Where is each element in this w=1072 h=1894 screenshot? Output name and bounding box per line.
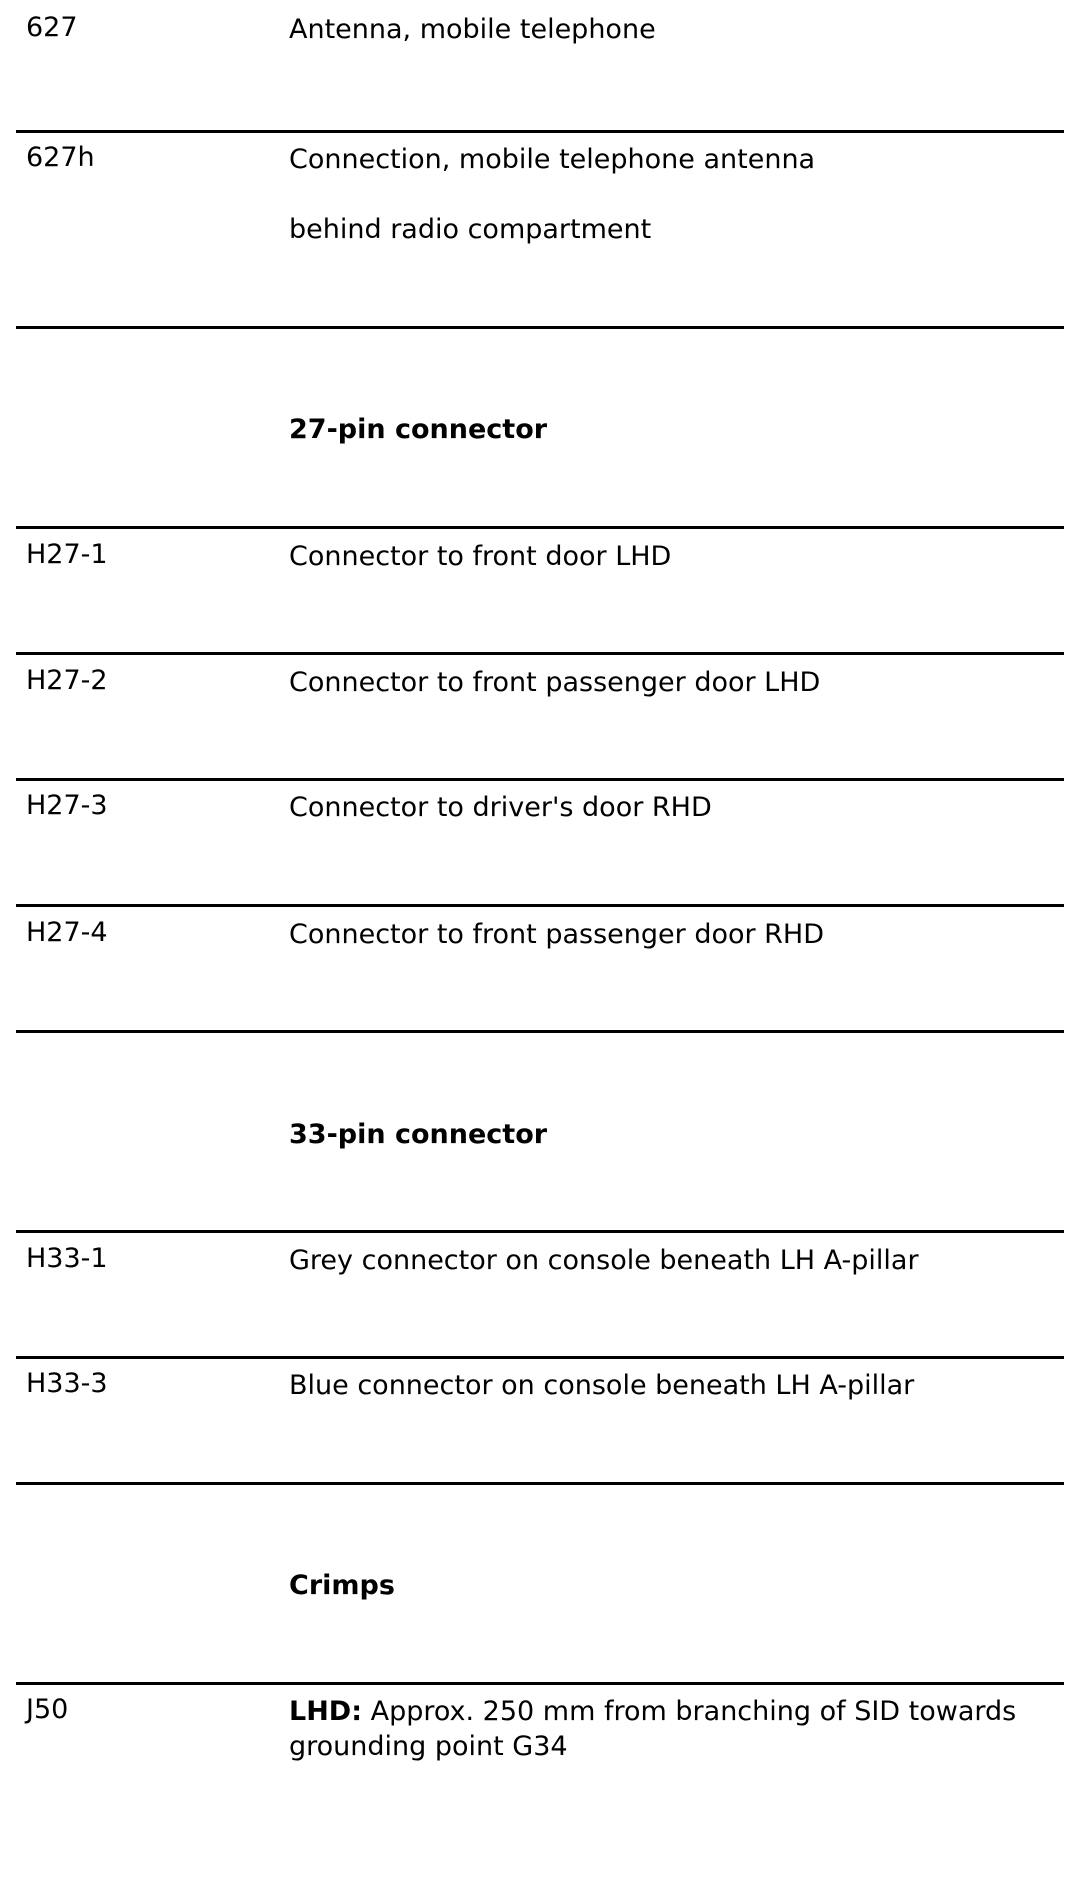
row-divider	[16, 326, 1064, 329]
component-description: Connector to front door LHD	[289, 541, 672, 572]
section-heading: 33-pin connector	[289, 1119, 548, 1150]
row-divider	[16, 778, 1064, 781]
section-heading: Crimps	[289, 1570, 395, 1601]
row-divider	[16, 652, 1064, 655]
component-code: H27-3	[26, 790, 108, 821]
component-code: 627h	[26, 142, 95, 173]
component-code: H27-4	[26, 917, 108, 948]
description-line: behind radio compartment	[289, 214, 652, 245]
row-divider	[16, 1230, 1064, 1233]
row-divider	[16, 1030, 1064, 1033]
component-description: behind radio compartment	[289, 212, 1060, 247]
row-divider	[16, 1482, 1064, 1485]
section-heading: 27-pin connector	[289, 414, 548, 445]
variant-label: LHD:	[289, 1696, 363, 1727]
component-code: H27-2	[26, 665, 108, 696]
component-code: H33-3	[26, 1368, 108, 1399]
component-description: Grey connector on console beneath LH A-p…	[289, 1245, 919, 1276]
component-description: Blue connector on console beneath LH A-p…	[289, 1370, 915, 1401]
row-divider	[16, 1356, 1064, 1359]
component-description: Antenna, mobile telephone	[289, 12, 1060, 47]
component-code: J50	[26, 1694, 69, 1725]
component-code: H33-1	[26, 1243, 108, 1274]
component-description: Connector to driver's door RHD	[289, 792, 712, 823]
description-text: Approx. 250 mm from branching of SID tow…	[289, 1696, 1017, 1762]
description-line: Connection, mobile telephone antenna	[289, 144, 816, 175]
row-divider	[16, 1682, 1064, 1685]
row-divider	[16, 526, 1064, 529]
component-code: 627	[26, 12, 78, 43]
component-description: Connector to front passenger door RHD	[289, 919, 825, 950]
component-description: Connector to front passenger door LHD	[289, 667, 821, 698]
component-description: Connection, mobile telephone antenna	[289, 142, 1060, 177]
component-code: H27-1	[26, 539, 108, 570]
component-description: LHD: Approx. 250 mm from branching of SI…	[289, 1694, 1060, 1764]
row-divider	[16, 904, 1064, 907]
description-line: Antenna, mobile telephone	[289, 14, 656, 45]
row-divider	[16, 130, 1064, 133]
